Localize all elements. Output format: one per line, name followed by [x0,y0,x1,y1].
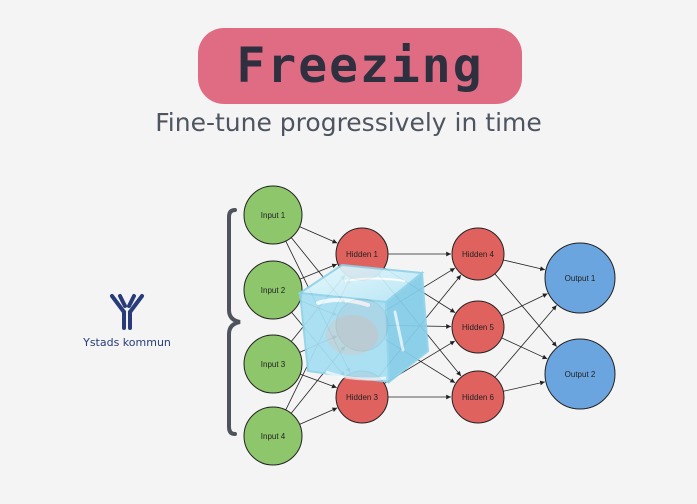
connection-edge [494,273,557,347]
ice-cube-icon [297,263,430,385]
node-label: Output 1 [565,274,596,283]
hidden2-node-1: Hidden 4 [451,227,505,281]
node-circle [243,406,303,466]
logo-text: Ystads kommun [83,336,171,349]
node-label: Input 1 [261,211,286,220]
node-circle [544,242,616,314]
hidden1-node-3: Hidden 3 [335,370,389,424]
connection-edge [494,305,557,378]
node-circle [451,227,505,281]
node-circle [544,338,616,410]
outputs-node-2: Output 2 [544,338,616,410]
node-label: Hidden 3 [346,393,379,402]
connection-edge [501,337,548,360]
node-label: Input 3 [261,360,286,369]
connection-edge [299,226,338,244]
node-label: Hidden 4 [462,250,495,259]
hidden2-node-3: Hidden 6 [451,370,505,424]
connection-edge [501,293,548,317]
node-label: Hidden 1 [346,250,379,259]
title-badge: Freezing [198,28,522,104]
hidden2-node-2: Hidden 5 [451,300,505,354]
outputs-node-1: Output 1 [544,242,616,314]
connection-edge [503,380,545,392]
node-circle [243,260,303,320]
connection-edge [300,373,337,389]
node-label: Hidden 5 [462,323,495,332]
inputs-node-2: Input 2 [243,260,303,320]
node-label: Input 2 [261,286,286,295]
node-label: Input 4 [261,432,286,441]
connection-edge [299,407,338,425]
node-circle [243,334,303,394]
connection-edge [503,259,546,271]
subtitle: Fine-tune progressively in time [155,108,542,137]
inputs-node-4: Input 4 [243,406,303,466]
node-circle [451,300,505,354]
ystads-kommun-logo: Ystads kommun [82,292,172,349]
logo-mark-icon [110,294,144,330]
node-circle [243,185,303,245]
bracket-icon [227,208,241,436]
node-circle [451,370,505,424]
connection-edge [299,263,338,280]
inputs-node-1: Input 1 [243,185,303,245]
inputs-node-3: Input 3 [243,334,303,394]
page-title: Freezing [236,38,484,94]
node-label: Hidden 6 [462,393,495,402]
network-nodes: Input 1 Input 2 Input 3 Input 4 Hidden 1 Hidd… [243,185,616,466]
node-label: Output 2 [565,370,596,379]
